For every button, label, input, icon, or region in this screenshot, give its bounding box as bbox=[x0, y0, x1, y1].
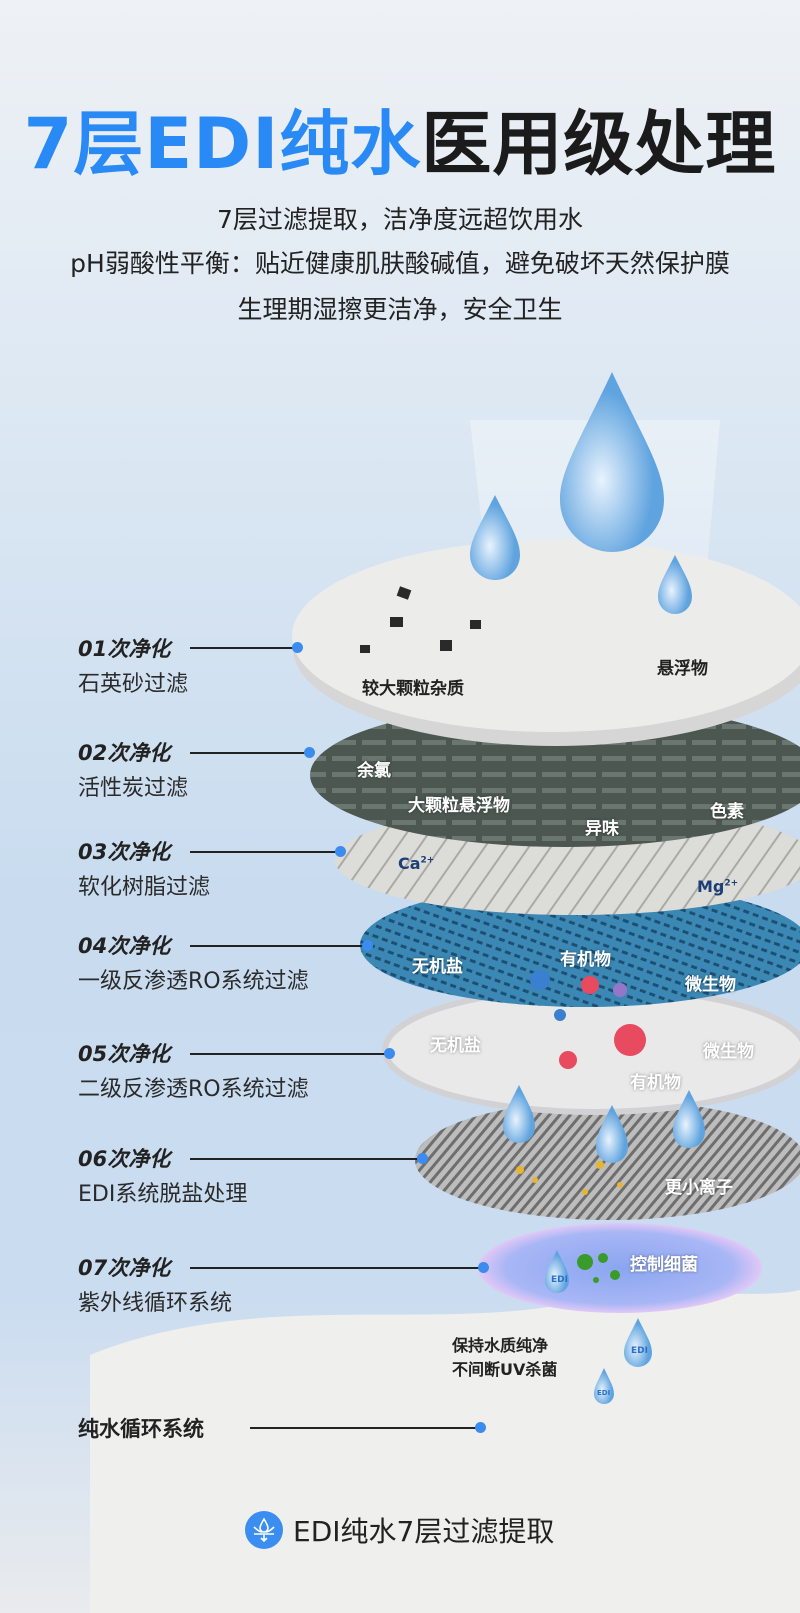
ion-icons bbox=[516, 1161, 623, 1195]
step-1-label: 01次净化 bbox=[78, 637, 171, 661]
connector-line bbox=[190, 1053, 389, 1055]
water-drop-edi bbox=[594, 1368, 614, 1404]
subtitle-line: pH弱酸性平衡：贴近健康肌肤酸碱值，避免破坏天然保护膜 bbox=[70, 249, 730, 278]
layer-2-carbon bbox=[310, 703, 800, 847]
step-4-label: 04次净化 bbox=[78, 934, 171, 958]
connector-dot bbox=[292, 642, 303, 653]
final-step-label: 纯水循环系统 bbox=[78, 1417, 204, 1441]
layer-label: 有机物 bbox=[560, 950, 611, 970]
step-1-name: 石英砂过滤 bbox=[78, 672, 189, 697]
layer-label: 无机盐 bbox=[430, 1036, 481, 1056]
page-title: 7层EDI纯水医用级处理 bbox=[23, 103, 777, 185]
step-4-name: 一级反渗透RO系统过滤 bbox=[78, 969, 309, 994]
connector-dot bbox=[417, 1153, 428, 1164]
step-5-label: 05次净化 bbox=[78, 1042, 171, 1066]
step-6-name: EDI系统脱盐处理 bbox=[78, 1182, 248, 1207]
water-drop-large bbox=[560, 372, 664, 552]
edi-drop-label: EDI bbox=[551, 1275, 568, 1285]
base-fabric bbox=[90, 1290, 800, 1613]
edi-drop-label: EDI bbox=[597, 1389, 611, 1397]
layer-label: 色素 bbox=[710, 802, 744, 822]
layer-1-sand bbox=[292, 540, 800, 732]
step-2-label: 02次净化 bbox=[78, 741, 171, 765]
step-2-name: 活性炭过滤 bbox=[78, 776, 189, 801]
uv-note: 不间断UV杀菌 bbox=[452, 1360, 558, 1379]
layer-label: 有机物 bbox=[630, 1073, 681, 1093]
water-drop-edi bbox=[545, 1250, 569, 1293]
footer-text: EDI纯水7层过滤提取 bbox=[293, 1515, 555, 1548]
connector-line bbox=[250, 1427, 480, 1429]
connector-dot bbox=[475, 1422, 486, 1433]
connector-line bbox=[190, 647, 297, 649]
connector-dot bbox=[384, 1048, 395, 1059]
step-5-name: 二级反渗透RO系统过滤 bbox=[78, 1077, 309, 1102]
connector-line bbox=[190, 1158, 422, 1160]
step-3-name: 软化树脂过滤 bbox=[78, 875, 211, 900]
calcium-ion-label: Ca2+ bbox=[398, 854, 435, 873]
sand-particles bbox=[360, 586, 481, 653]
layer-label: 无机盐 bbox=[412, 957, 463, 977]
magnesium-ion-label: Mg2+ bbox=[697, 877, 739, 896]
water-drop bbox=[673, 1090, 705, 1148]
uv-note: 保持水质纯净 bbox=[452, 1336, 549, 1355]
layer-label: 控制细菌 bbox=[630, 1255, 698, 1275]
connector-dot bbox=[335, 846, 346, 857]
water-drop bbox=[470, 495, 520, 580]
connector-dot bbox=[478, 1262, 489, 1273]
connector-line bbox=[190, 1267, 483, 1269]
layer-label: 悬浮物 bbox=[657, 659, 708, 679]
layer-label: 微生物 bbox=[685, 975, 736, 995]
layer-label: 大颗粒悬浮物 bbox=[408, 796, 510, 816]
connector-dot bbox=[362, 940, 373, 951]
microbe-icons bbox=[530, 970, 646, 1069]
connector-dot bbox=[304, 747, 315, 758]
edi-drop-label: EDI bbox=[631, 1346, 648, 1356]
step-7-label: 07次净化 bbox=[78, 1256, 171, 1280]
step-3-label: 03次净化 bbox=[78, 840, 171, 864]
water-drop bbox=[596, 1105, 628, 1163]
connector-line bbox=[190, 752, 309, 754]
layer-label: 异味 bbox=[585, 819, 619, 839]
subtitle-line: 7层过滤提取，洁净度远超饮用水 bbox=[217, 205, 583, 234]
layer-label: 更小离子 bbox=[665, 1178, 733, 1198]
water-drop-edi bbox=[624, 1318, 652, 1367]
water-filter-icon bbox=[245, 1511, 283, 1549]
layer-label: 余氯 bbox=[357, 761, 391, 781]
layer-7-uv bbox=[478, 1223, 762, 1313]
step-6-label: 06次净化 bbox=[78, 1147, 171, 1171]
connector-line bbox=[190, 945, 367, 947]
water-drop bbox=[503, 1085, 535, 1143]
layer-4-ro1 bbox=[360, 883, 800, 1007]
subtitle-line: 生理期湿擦更洁净，安全卫生 bbox=[237, 295, 563, 324]
footer-badge: EDI纯水7层过滤提取 bbox=[245, 1510, 554, 1550]
layer-label: 较大颗粒杂质 bbox=[362, 679, 464, 699]
water-drop bbox=[658, 555, 692, 614]
layer-label: 微生物 bbox=[703, 1042, 754, 1062]
connector-line bbox=[190, 851, 340, 853]
bacteria-icons bbox=[577, 1253, 620, 1283]
step-7-name: 紫外线循环系统 bbox=[78, 1291, 233, 1316]
